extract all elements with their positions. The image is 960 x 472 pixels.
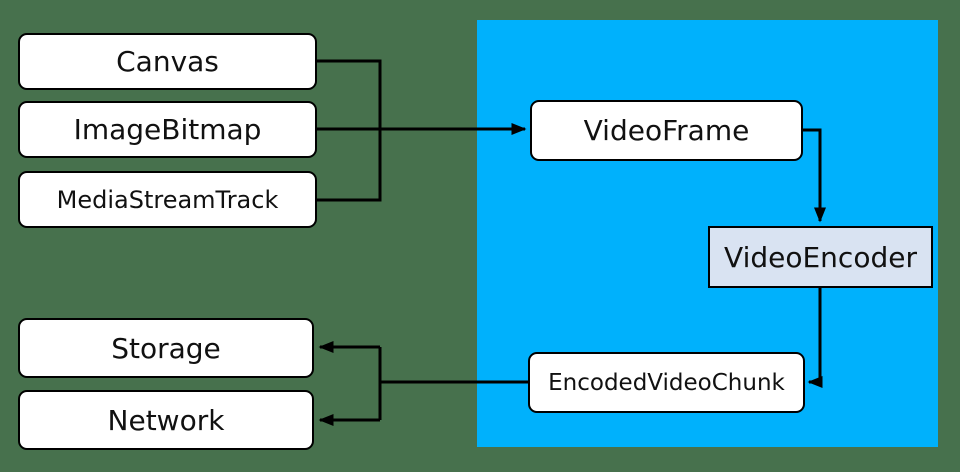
node-storage: Storage bbox=[18, 318, 314, 378]
node-encoded-video-chunk: EncodedVideoChunk bbox=[528, 352, 805, 413]
node-canvas: Canvas bbox=[18, 33, 317, 90]
node-canvas-label: Canvas bbox=[116, 45, 219, 78]
node-encoded-video-chunk-label: EncodedVideoChunk bbox=[548, 369, 785, 396]
edge-sources-bus bbox=[317, 59, 382, 202]
node-network: Network bbox=[18, 390, 314, 450]
node-image-bitmap-label: ImageBitmap bbox=[73, 113, 262, 146]
node-video-frame-label: VideoFrame bbox=[583, 114, 750, 147]
node-video-encoder-label: VideoEncoder bbox=[724, 240, 917, 274]
node-media-stream-track-label: MediaStreamTrack bbox=[56, 185, 279, 214]
node-storage-label: Storage bbox=[111, 331, 221, 365]
node-video-frame: VideoFrame bbox=[530, 100, 803, 161]
node-image-bitmap: ImageBitmap bbox=[18, 101, 317, 158]
node-video-encoder: VideoEncoder bbox=[708, 226, 933, 288]
node-media-stream-track: MediaStreamTrack bbox=[18, 171, 317, 228]
node-network-label: Network bbox=[107, 403, 225, 437]
